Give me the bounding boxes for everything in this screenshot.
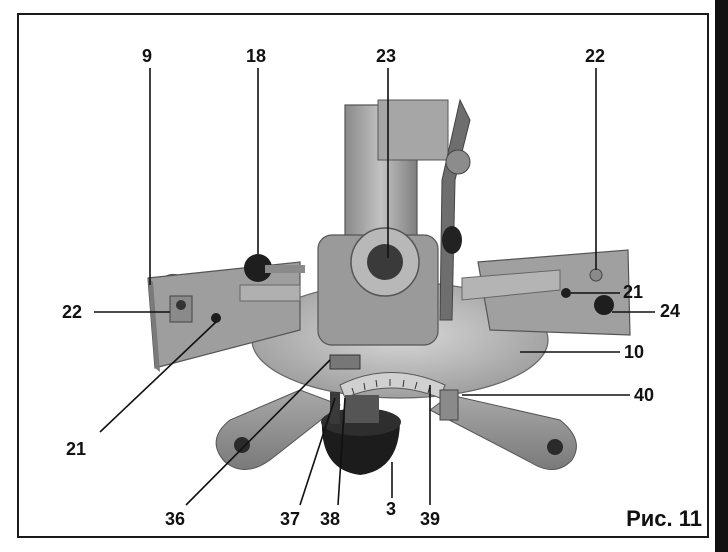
callout-3: 3 (386, 499, 397, 519)
base-leg-front-right (429, 394, 577, 470)
callout-21-left: 21 (66, 439, 87, 459)
figure-caption: Рис. 11 (626, 506, 702, 531)
callout-22-left: 22 (62, 302, 83, 322)
lock-knob-18 (244, 254, 272, 282)
indicator-40 (439, 389, 459, 421)
clamp-knob-24 (594, 295, 614, 315)
pivot-nut (442, 226, 462, 254)
callout-36: 36 (165, 509, 186, 529)
detent-lever-37 (330, 392, 340, 424)
lock-knob-stem (265, 265, 305, 273)
fence-left-rail (239, 284, 301, 302)
screw-21-left (211, 313, 221, 323)
callout-23: 23 (376, 46, 397, 66)
leader-lines (94, 68, 655, 506)
base-leg-front-left (215, 389, 342, 470)
miter-lock-36 (329, 354, 361, 370)
handle-knob-neck (345, 395, 379, 423)
callout-39: 39 (420, 509, 441, 529)
lever-bar (439, 98, 471, 321)
screw-21-right (561, 288, 571, 298)
callout-24: 24 (660, 301, 681, 321)
arm-pivot (445, 149, 471, 175)
callout-37: 37 (280, 509, 301, 529)
pivot-bore (367, 244, 403, 280)
callout-9: 9 (142, 46, 153, 66)
clamp-hole-22-right (589, 268, 603, 282)
callout-10: 10 (624, 342, 645, 362)
arm-top-block (377, 99, 449, 161)
fence-right-rail (461, 269, 561, 301)
clamp-hole-22-left-bore (176, 300, 186, 310)
page-edge-bar (715, 0, 728, 552)
callout-40: 40 (634, 385, 655, 405)
callout-21-right: 21 (623, 282, 644, 302)
callout-38: 38 (320, 509, 341, 529)
callout-22-top-right: 22 (585, 46, 606, 66)
callout-18: 18 (246, 46, 267, 66)
fence-left-side (148, 278, 160, 372)
